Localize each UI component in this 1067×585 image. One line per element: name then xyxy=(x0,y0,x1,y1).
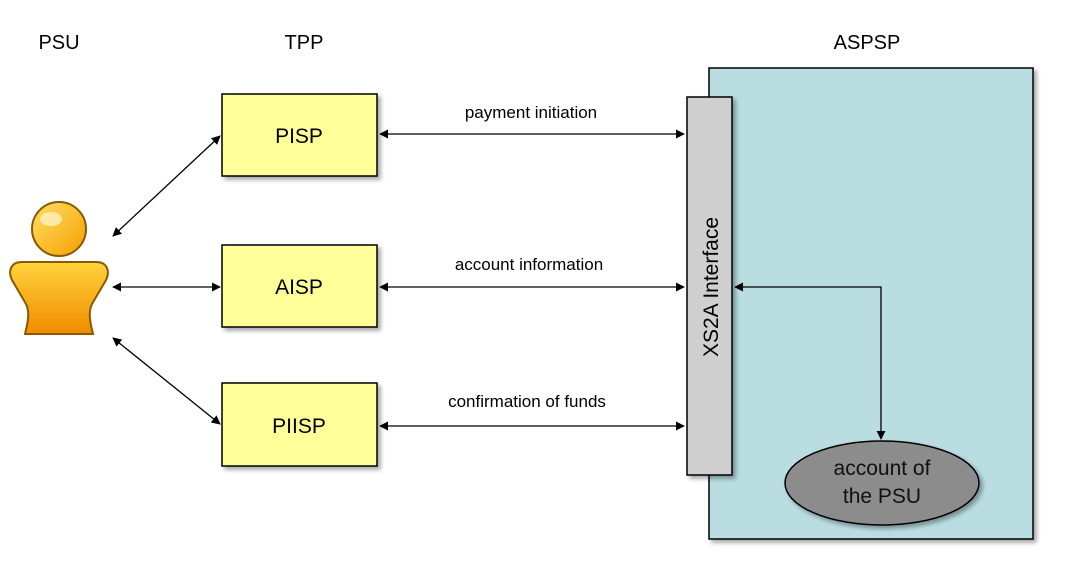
aspsp-column-label: ASPSP xyxy=(834,32,901,54)
xs2a-interface-label: XS2A Interface xyxy=(700,217,723,357)
account-of-psu-ellipse xyxy=(784,440,980,526)
account-label-line2: the PSU xyxy=(843,485,921,508)
confirmation-of-funds-label: confirmation of funds xyxy=(448,392,606,411)
psu-person-icon xyxy=(9,201,109,335)
xs2a-interface-bar xyxy=(686,96,733,476)
tpp-column-label: TPP xyxy=(285,32,324,54)
pisp-label: PISP xyxy=(275,125,323,148)
piisp-label: PIISP xyxy=(272,415,326,438)
interface-account-connector xyxy=(734,282,886,440)
psu-pisp-arrow xyxy=(112,135,221,237)
account-label-line1: account of xyxy=(834,457,931,480)
account-information-label: account information xyxy=(455,255,603,274)
aisp-label: AISP xyxy=(275,276,323,299)
payment-initiation-label: payment initiation xyxy=(465,103,597,122)
psu-piisp-arrow xyxy=(112,337,221,425)
psu-column-label: PSU xyxy=(38,32,79,54)
piisp-box xyxy=(221,382,378,467)
pisp-box xyxy=(221,93,378,177)
aisp-box xyxy=(221,244,378,328)
